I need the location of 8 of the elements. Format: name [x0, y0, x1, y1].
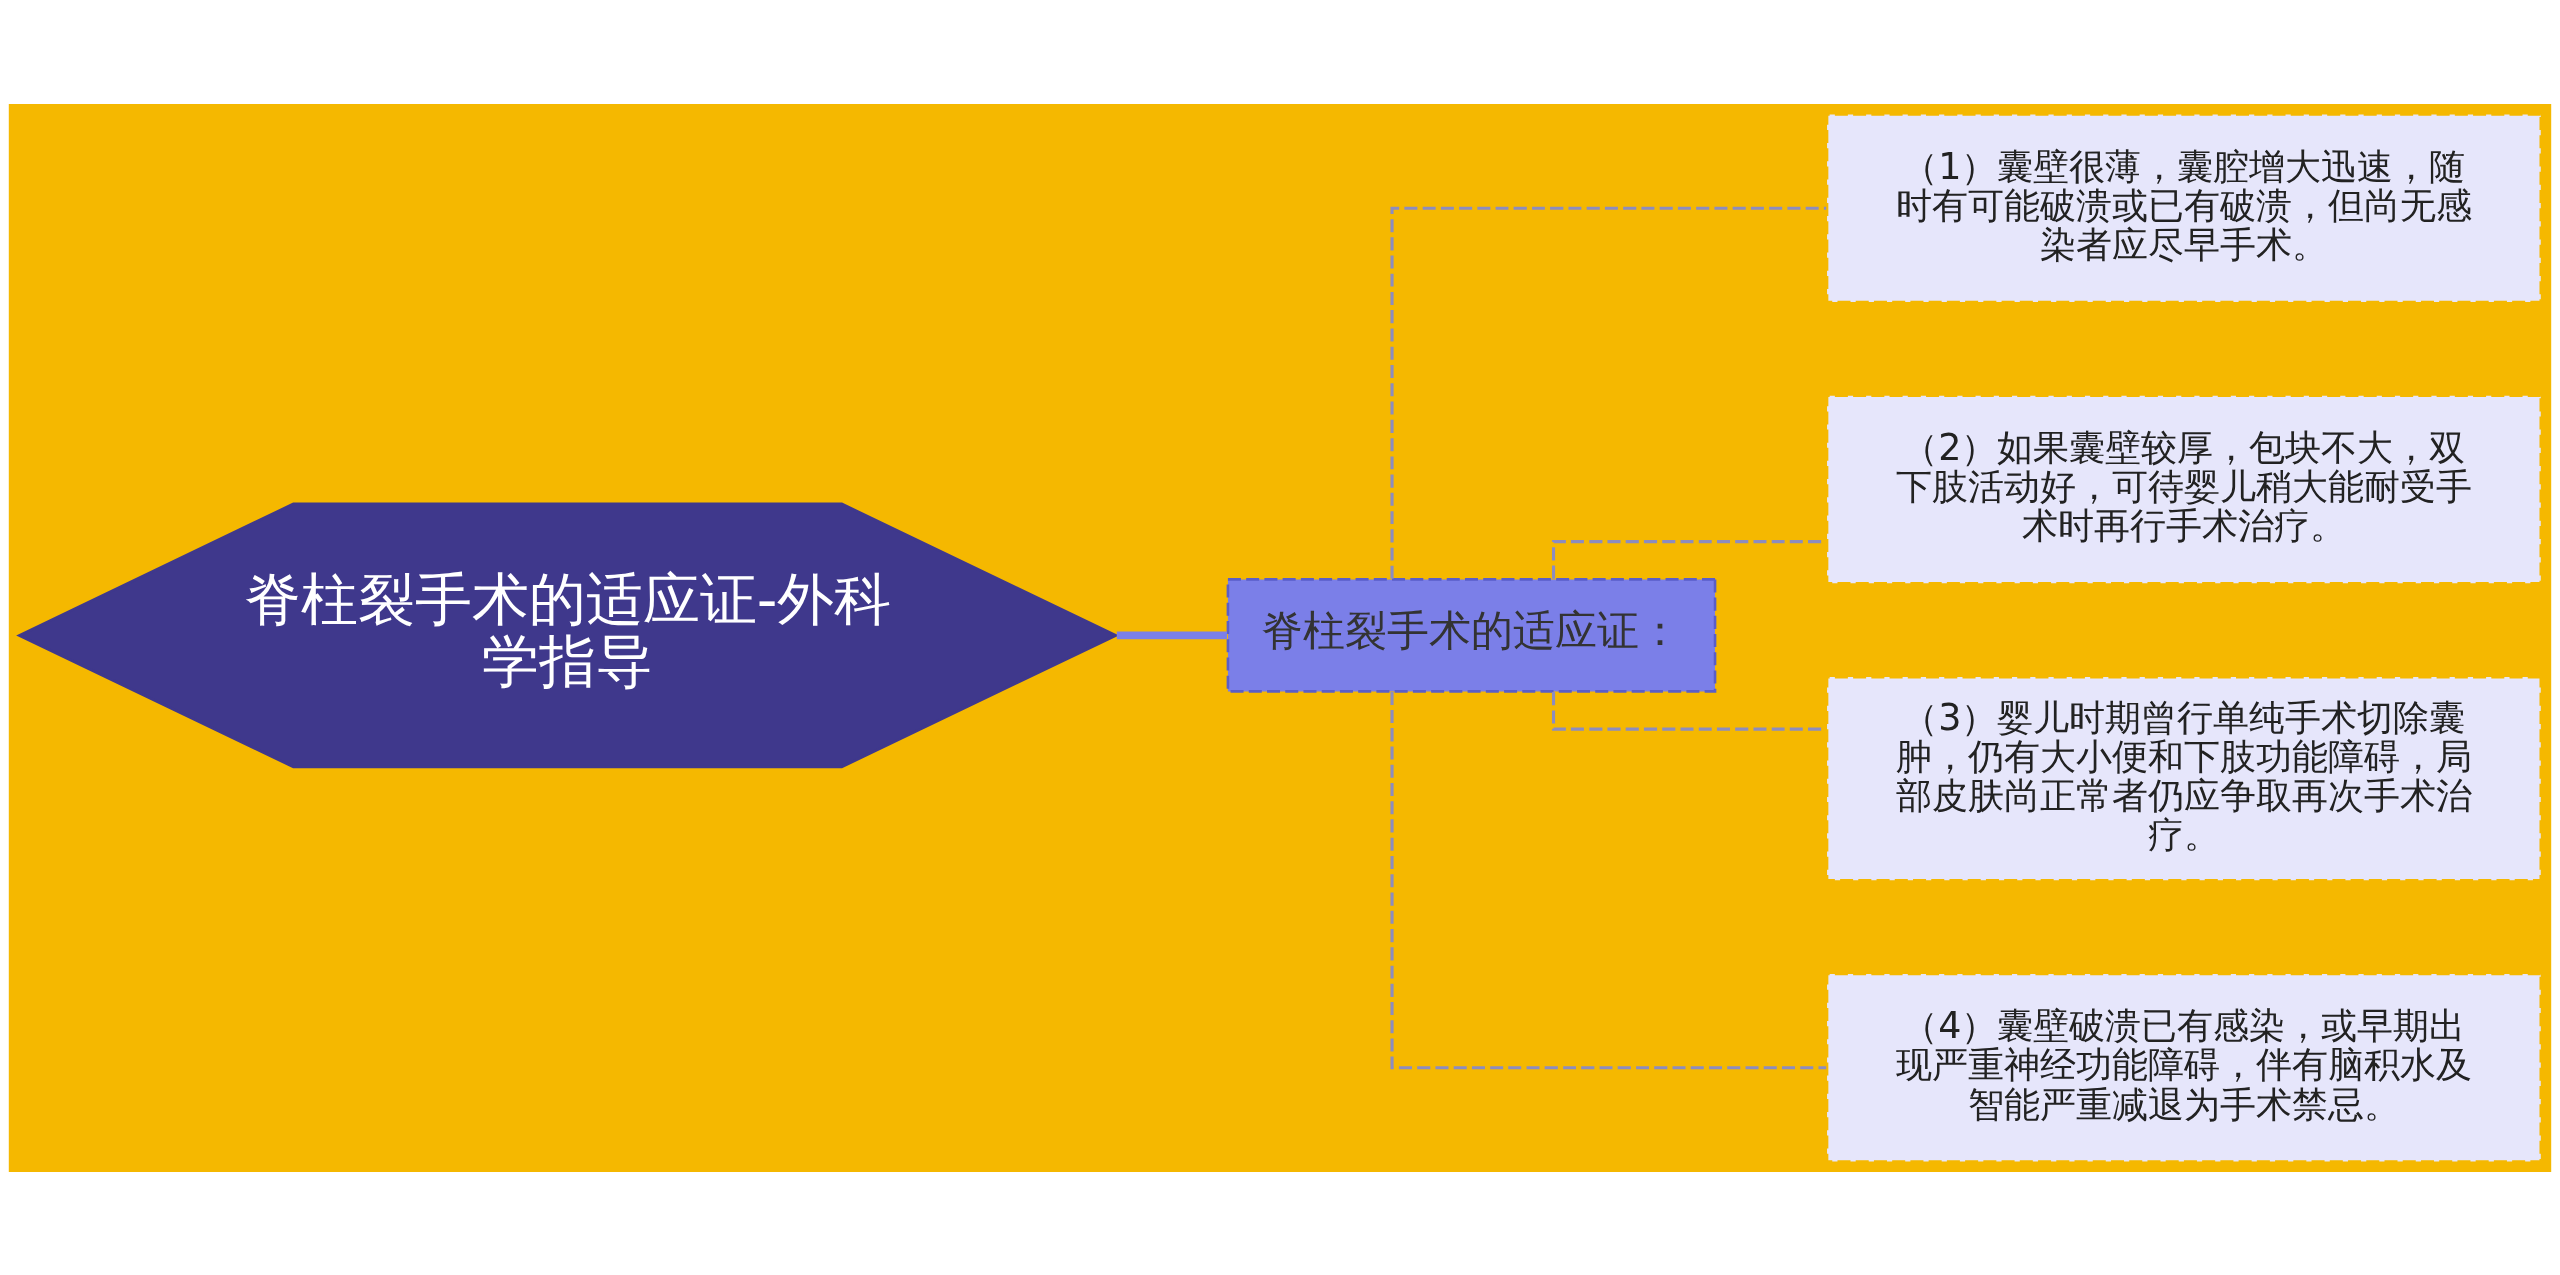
connector [1116, 631, 1227, 639]
node-box: 脊柱裂手术的适应证： [1226, 577, 1717, 693]
connector [1390, 206, 1827, 579]
node-box: （4）囊壁破溃已有感染，或早期出现严重神经功能障碍，伴有脑积水及智能严重减退为手术禁忌。 [1825, 972, 2543, 1163]
node-box: （1）囊壁很薄，囊腔增大迅速，随时有可能破溃或已有破溃，但尚无感染者应尽早手术。 [1825, 112, 2543, 303]
connector [1390, 691, 1827, 1069]
node-box: （2）如果囊壁较厚，包块不大，双下肢活动好，可待婴儿稍大能耐受手术时再行手术治疗。 [1825, 393, 2543, 585]
node-box: （3）婴儿时期曾行单纯手术切除囊肿，仍有大小便和下肢功能障碍，局部皮肤尚正常者仍应争取再次手术治疗。 [1825, 675, 2543, 882]
